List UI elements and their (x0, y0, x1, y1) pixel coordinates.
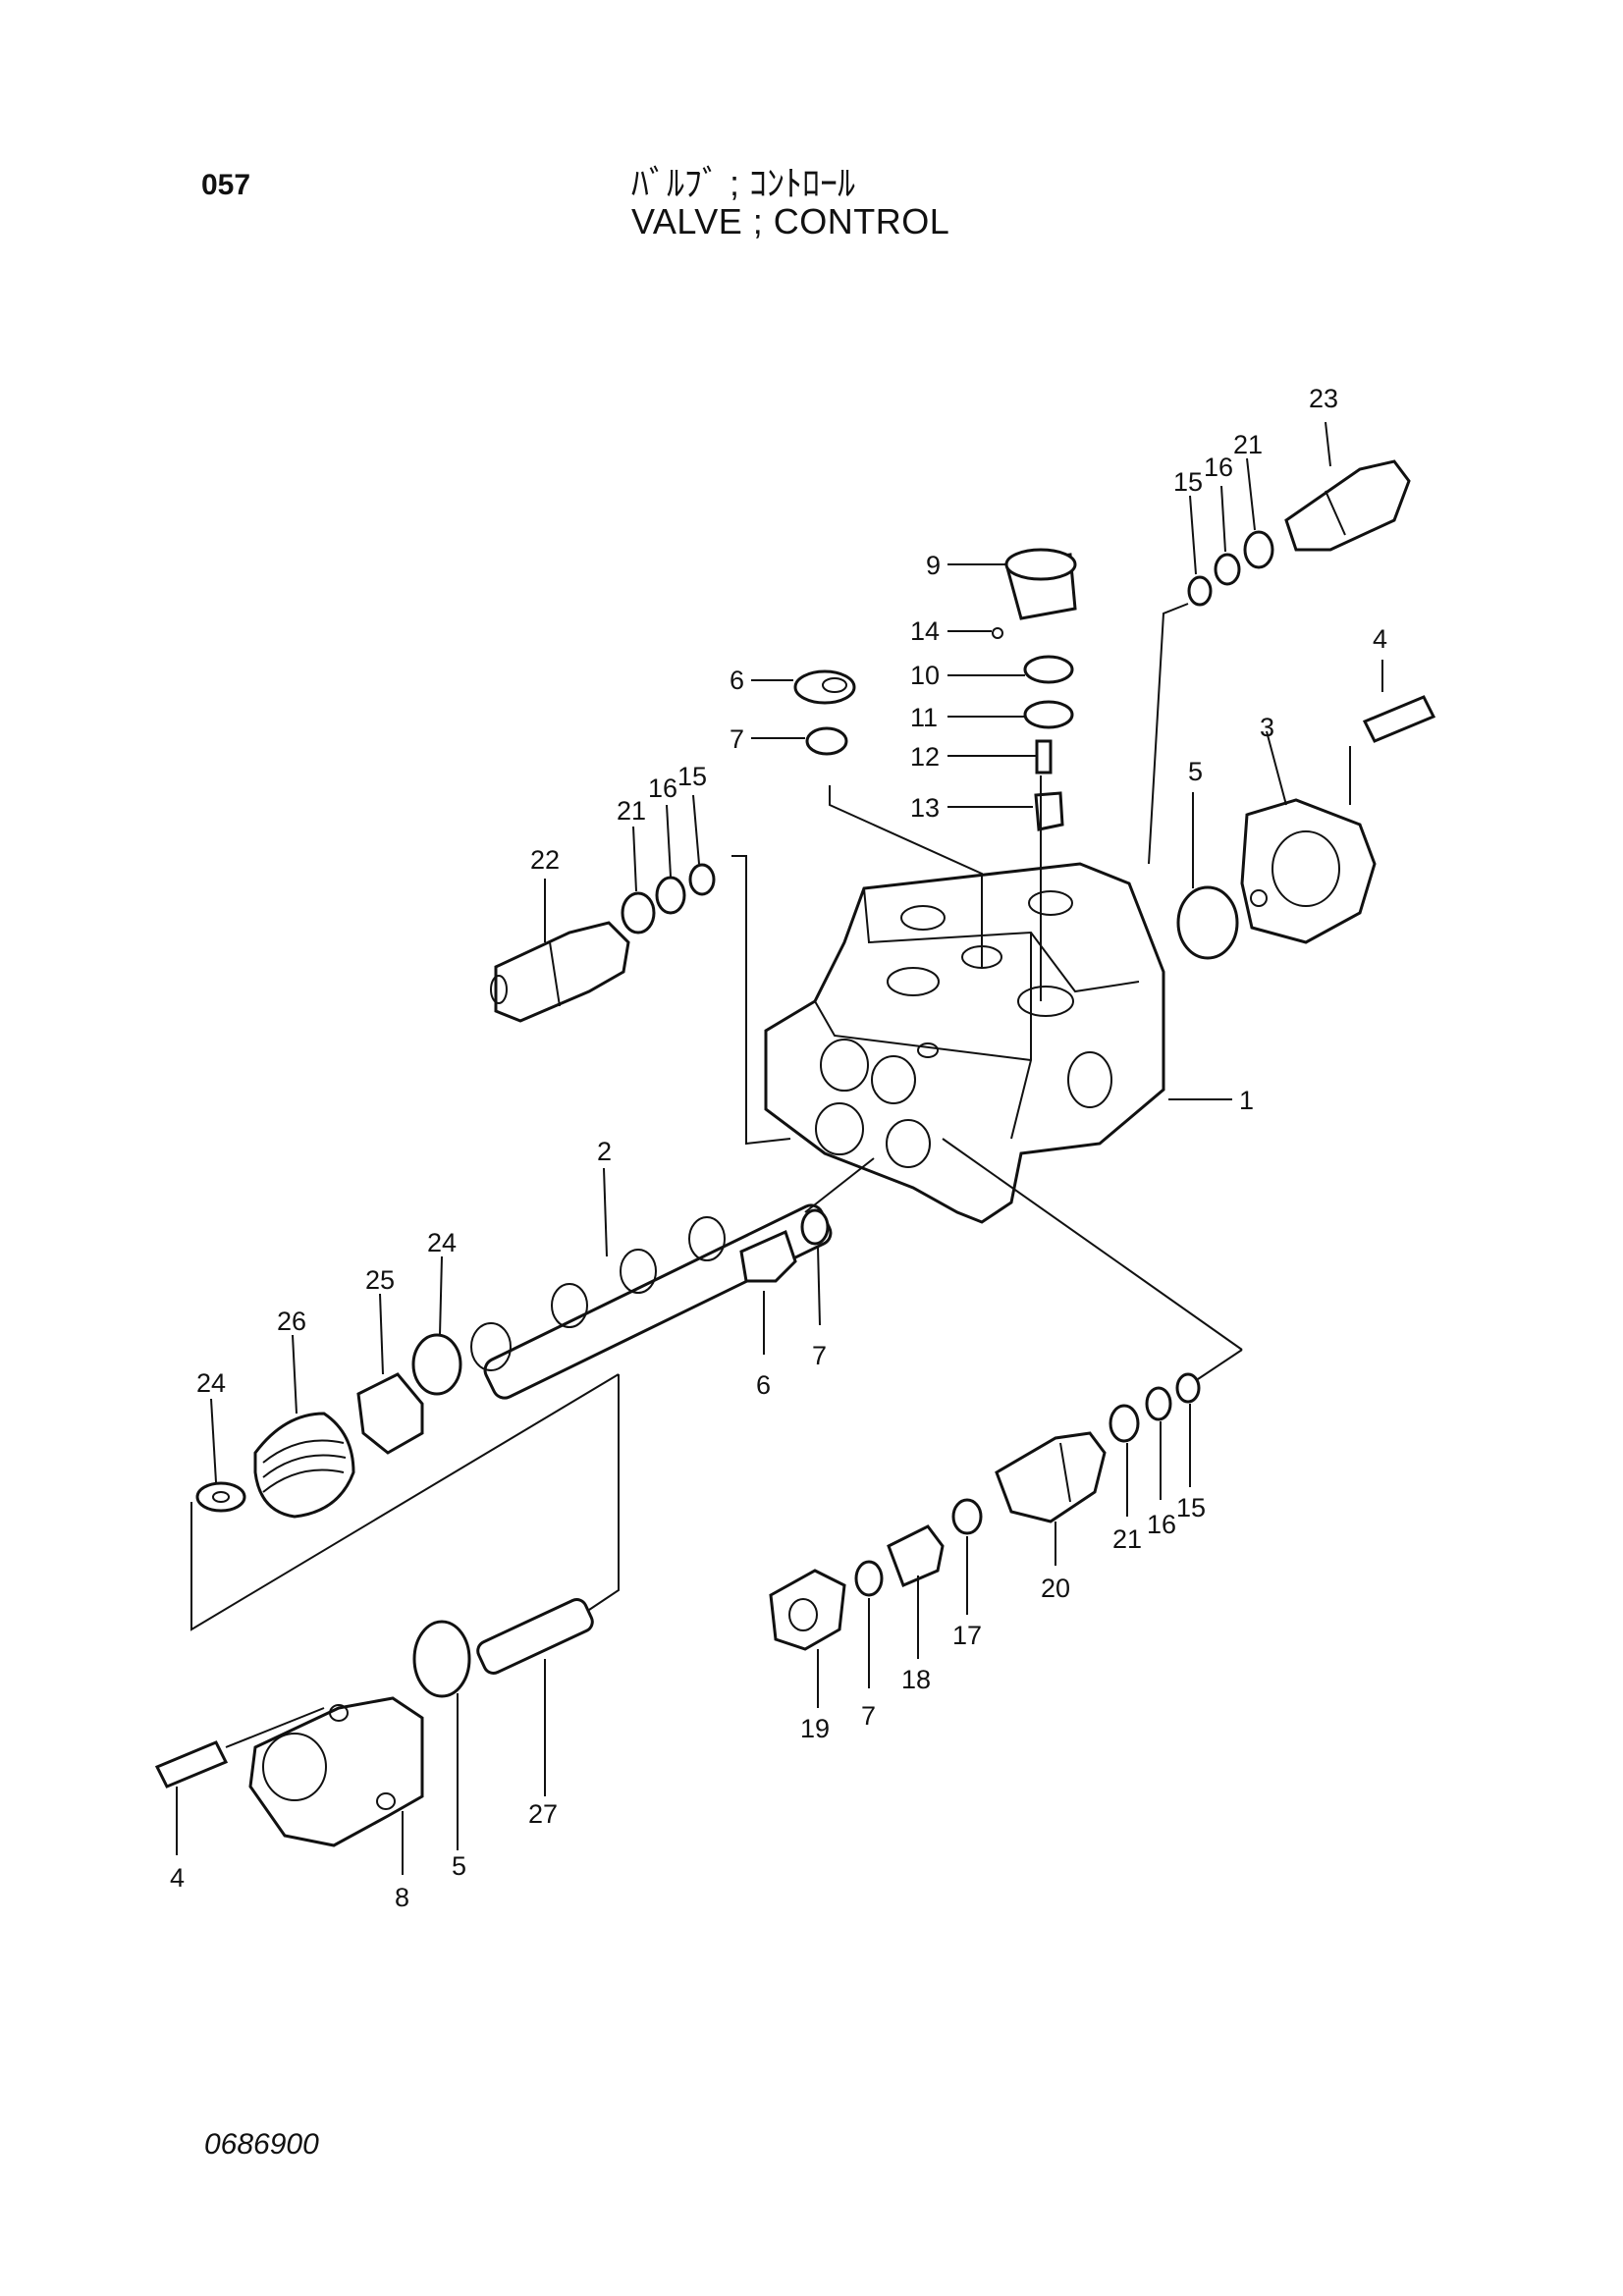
callout-10: 10 (910, 661, 940, 690)
callout-12: 12 (910, 742, 940, 772)
callout-16: 16 (1204, 453, 1233, 482)
callout-21: 21 (1112, 1524, 1142, 1554)
callout-16: 16 (1147, 1510, 1176, 1539)
callout-5: 5 (1188, 757, 1203, 786)
plug-6-top (793, 669, 856, 705)
callout-4: 4 (1373, 624, 1387, 654)
relief-valve-20 (995, 1431, 1107, 1523)
callout-9: 9 (926, 551, 941, 580)
callout-23: 23 (1309, 384, 1338, 413)
callout-19: 19 (800, 1714, 830, 1743)
callout-2: 2 (597, 1137, 612, 1166)
callout-6: 6 (756, 1370, 771, 1400)
callout-15: 15 (1173, 467, 1203, 497)
callout-26: 26 (277, 1307, 306, 1336)
plug-9 (1004, 548, 1077, 620)
assembly-lines (190, 603, 1351, 1748)
plug-6-mid (739, 1229, 797, 1283)
callout-21: 21 (1233, 430, 1263, 459)
callout-5: 5 (452, 1851, 466, 1881)
callout-25: 25 (365, 1265, 395, 1295)
relief-valve-23 (1284, 459, 1411, 552)
valve-body (764, 862, 1165, 1224)
callout-18: 18 (901, 1665, 931, 1694)
callout-7: 7 (861, 1701, 876, 1731)
callout-13: 13 (910, 793, 940, 823)
callout-7: 7 (812, 1341, 827, 1370)
small-parts (154, 530, 1436, 1789)
callout-24: 24 (427, 1228, 457, 1257)
cap-part-3 (1240, 798, 1377, 944)
callout-15: 15 (677, 762, 707, 791)
callout-22: 22 (530, 845, 560, 875)
callout-15: 15 (1176, 1493, 1206, 1522)
callout-7: 7 (730, 724, 744, 754)
callout-4: 4 (170, 1863, 185, 1893)
leader-lines (176, 421, 1383, 1875)
plug-19 (769, 1569, 846, 1651)
title-english: VALVE ; CONTROL (631, 201, 950, 241)
spool-part-2 (470, 1203, 833, 1400)
relief-valve-22 (490, 921, 630, 1023)
drawing-code: 0686900 (204, 2128, 319, 2161)
callout-6: 6 (730, 666, 744, 695)
plug-27 (476, 1598, 594, 1675)
callout-8: 8 (395, 1883, 409, 1912)
callout-11: 11 (910, 703, 938, 732)
callout-14: 14 (910, 616, 940, 646)
callout-3: 3 (1260, 713, 1274, 742)
callout-24: 24 (196, 1368, 226, 1398)
callout-labels: 1 2 3 4 4 5 5 6 6 7 7 7 8 9 10 11 12 13 … (170, 384, 1387, 1912)
title-japanese: ﾊﾞﾙﾌﾞ ; ｺﾝﾄﾛｰﾙ (631, 163, 856, 203)
callout-1: 1 (1239, 1086, 1254, 1115)
page-number: 057 (201, 169, 251, 201)
callout-16: 16 (648, 774, 677, 803)
callout-17: 17 (952, 1621, 982, 1650)
cap-part-8 (248, 1696, 424, 1847)
callout-27: 27 (528, 1799, 558, 1829)
callout-21: 21 (617, 796, 646, 826)
callout-20: 20 (1041, 1574, 1070, 1603)
